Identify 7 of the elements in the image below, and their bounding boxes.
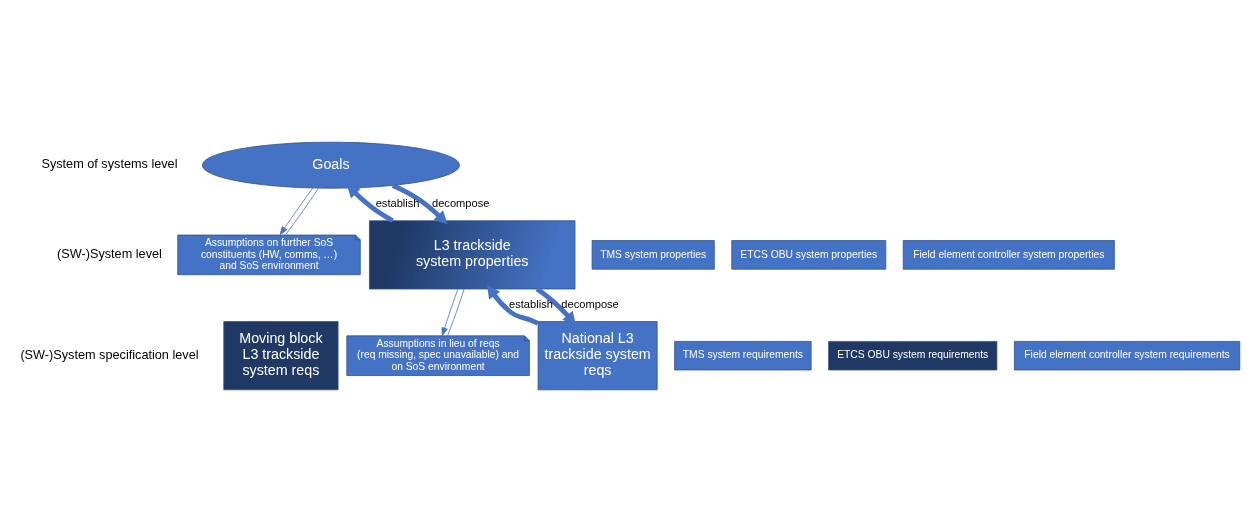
edge-label: decompose <box>561 297 619 310</box>
edge-label: establish <box>375 196 420 209</box>
label: System of systems level <box>41 156 178 171</box>
edge-label: establish <box>509 297 553 310</box>
label: (SW-)System level <box>57 246 162 261</box>
edge-label: decompose <box>431 196 490 209</box>
label: (SW-)System specification level <box>20 347 199 362</box>
